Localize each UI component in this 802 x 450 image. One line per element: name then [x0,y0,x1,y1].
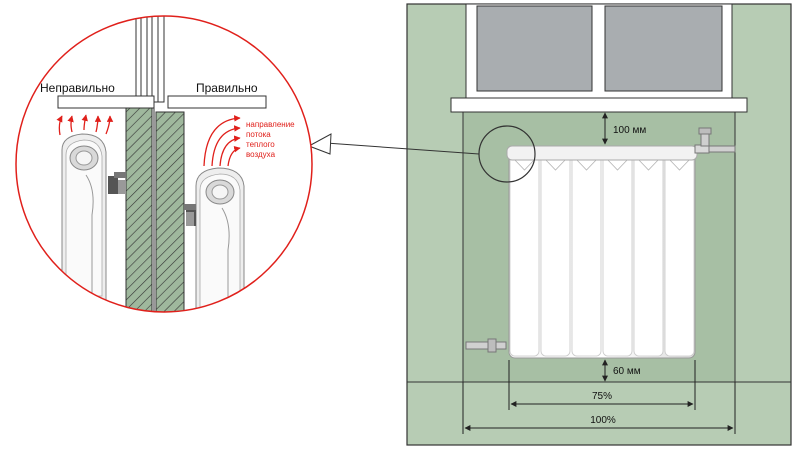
radiator-profile-wrong [61,133,126,301]
airflow-arrows-wrong [56,114,114,136]
radiator-width-dimension: 75% [508,360,696,410]
radiator-section [540,151,571,357]
right-label: Правильно [196,81,258,95]
zoom-connector [307,133,480,155]
radiator-section-notch [636,157,661,171]
radiator-sections [509,151,695,357]
wall-section-right [155,111,185,312]
top-gap-label: 100 мм [613,125,646,136]
window-sill [450,97,748,113]
sill-wrong [57,95,155,109]
installation-view: 100 мм 60 мм 75% 100% [406,3,792,446]
top-valve [694,127,736,154]
airflow-label-line-2: потока [246,130,271,139]
radiator-section-notch [667,157,692,171]
radiator-width-label: 75% [592,391,612,402]
top-gap-dimension: 100 мм [602,112,646,145]
window-pane-left [476,5,593,92]
detail-circle-border [15,15,313,313]
airflow-label-line-1: направление [246,120,295,129]
wrong-label: Неправильно [40,81,115,95]
wall-section-left [125,101,153,312]
bottom-pipe [465,338,507,353]
niche-width-label: 100% [590,415,616,426]
airflow-label-line-3: теплого [246,140,275,149]
window-pane-right [604,5,723,92]
radiator-section-notch [512,157,537,171]
radiator-profile-right [184,167,245,312]
radiator-section [602,151,633,357]
bottom-gap-label: 60 мм [613,366,641,377]
radiator-section-notch [574,157,599,171]
radiator-section-notch [543,157,568,171]
radiator-section [509,151,540,357]
window [465,3,733,99]
radiator [465,127,736,359]
niche-width-dimension: 100% [462,382,736,434]
bottom-gap-dimension: 60 мм [602,359,641,382]
airflow-label-line-4: воздуха [246,150,276,159]
radiator-section [664,151,695,357]
radiator-section [571,151,602,357]
sill-right [167,95,267,109]
detail-view: Неправильно Правильно направление потока… [15,15,313,313]
radiator-section-notch [605,157,630,171]
window-frame-section [135,16,165,103]
airflow-arrows-right [203,115,241,167]
radiator-section [633,151,664,357]
